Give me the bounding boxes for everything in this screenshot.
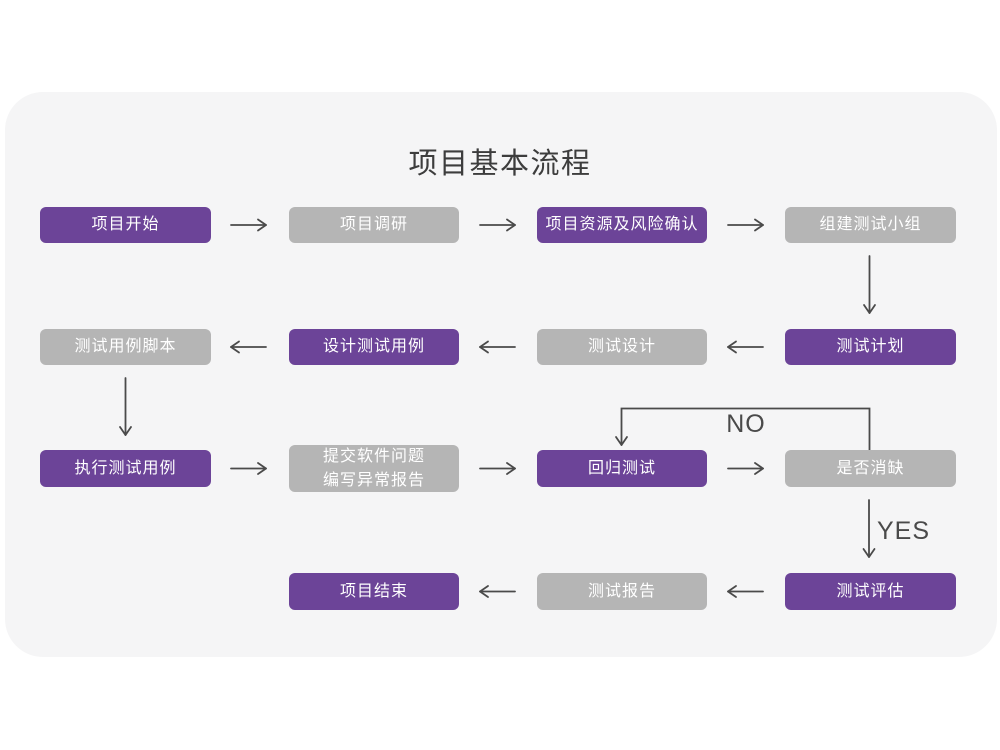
flow-node-test-evaluation: 测试评估 [785, 573, 956, 610]
flow-node-project-research: 项目调研 [289, 207, 459, 243]
flow-node-project-end: 项目结束 [289, 573, 459, 610]
flow-node-test-plan: 测试计划 [785, 329, 956, 365]
flow-node-resource-risk-confirm: 项目资源及风险确认 [537, 207, 707, 243]
flow-node-test-design: 测试设计 [537, 329, 707, 365]
flow-node-test-case-script: 测试用例脚本 [40, 329, 211, 365]
flow-node-defect-cleared-check: 是否消缺 [785, 450, 956, 487]
flow-node-execute-test-case: 执行测试用例 [40, 450, 211, 487]
branch-label-yes: YES [877, 517, 931, 545]
flow-node-build-test-team: 组建测试小组 [785, 207, 956, 243]
flow-node-regression-test: 回归测试 [537, 450, 707, 487]
page-title: 项目基本流程 [408, 148, 592, 180]
branch-label-no: NO [726, 410, 766, 438]
flow-node-test-report: 测试报告 [537, 573, 707, 610]
flow-node-submit-issue-report: 提交软件问题 编写异常报告 [289, 445, 459, 492]
flow-node-design-test-case: 设计测试用例 [289, 329, 459, 365]
flow-node-project-start: 项目开始 [40, 207, 211, 243]
flowchart-card-background [5, 92, 997, 657]
